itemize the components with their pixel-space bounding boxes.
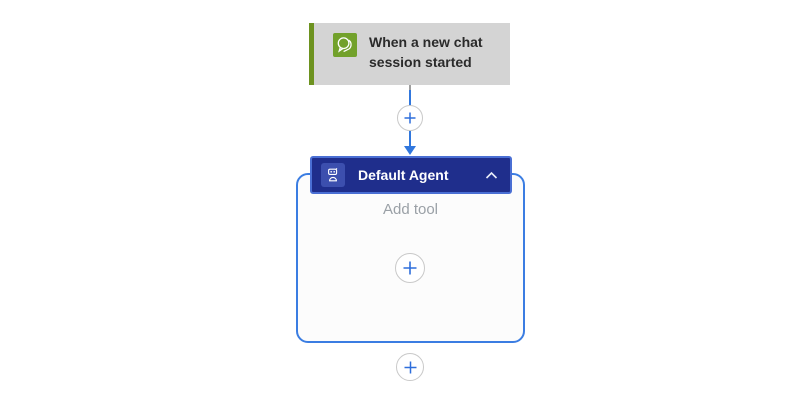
agent-header[interactable]: Default Agent	[310, 156, 512, 194]
plus-icon	[403, 261, 417, 275]
chevron-up-icon	[485, 171, 498, 179]
trigger-title: When a new chat session started	[369, 34, 483, 70]
bot-icon	[321, 163, 345, 187]
insert-step-button[interactable]	[397, 105, 423, 131]
agent-title: Default Agent	[358, 167, 449, 183]
chat-bubbles-icon	[333, 33, 357, 57]
add-action-button[interactable]	[396, 353, 424, 381]
add-tool-button[interactable]	[395, 253, 425, 283]
trigger-accent-bar	[309, 23, 314, 85]
plus-icon	[404, 361, 416, 373]
agent-scope-container: Add tool	[296, 173, 525, 343]
collapse-button[interactable]	[483, 169, 500, 182]
add-tool-placeholder: Add tool	[382, 201, 439, 218]
trigger-card[interactable]: When a new chat session started	[309, 23, 510, 85]
plus-icon	[404, 112, 416, 124]
